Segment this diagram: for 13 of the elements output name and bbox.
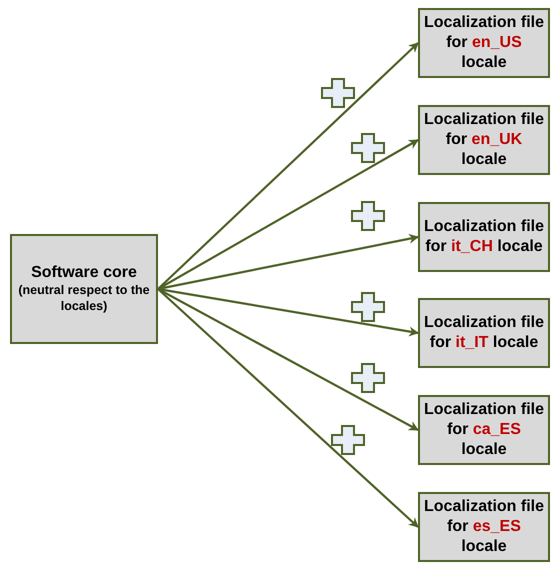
process-box [418, 298, 550, 368]
box-title: Localization file for en_US locale [423, 13, 546, 73]
arrow [157, 42, 419, 290]
process-box [10, 234, 158, 344]
box-subtitle: (neutral respect to the locales) [17, 283, 151, 315]
box-title: Localization file for en_UK locale [423, 110, 546, 170]
box-title: Localization file for es_ES locale [423, 497, 546, 557]
process-box [418, 202, 550, 272]
box-title: Localization file for ca_ES locale [423, 400, 546, 460]
arrow [157, 288, 419, 528]
box-title: Software core [30, 263, 138, 284]
box-title: Localization file for it_IT locale [423, 313, 546, 353]
box-title: Localization file for it_CH locale [423, 217, 546, 257]
